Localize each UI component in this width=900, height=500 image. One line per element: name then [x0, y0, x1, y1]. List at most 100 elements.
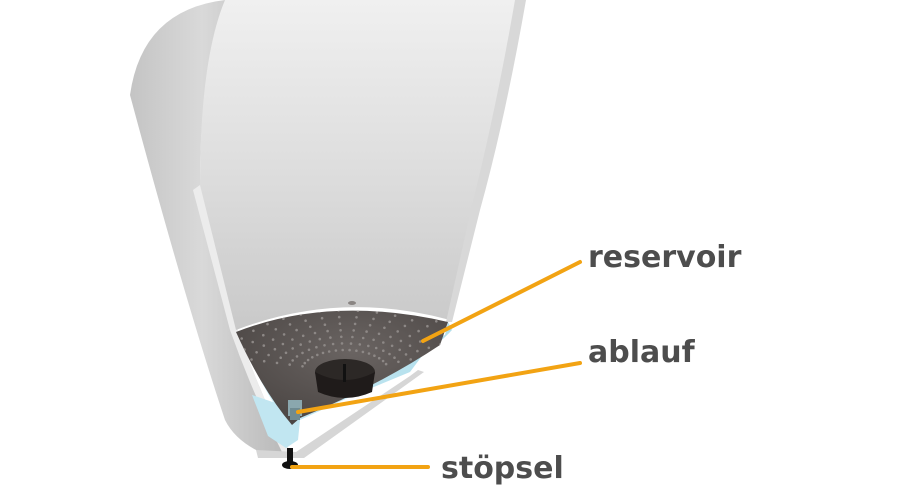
perforation-dot	[262, 359, 266, 363]
perforation-dot	[368, 323, 372, 327]
perforation-dot	[250, 358, 253, 361]
perforation-dot	[308, 340, 312, 343]
perforation-dot	[318, 310, 321, 314]
perforation-dot	[383, 326, 386, 330]
perforation-dot	[266, 322, 269, 326]
perforation-dot	[408, 344, 412, 348]
perforation-dot	[313, 331, 317, 335]
perforation-dot	[291, 359, 295, 362]
perforation-dot	[382, 341, 385, 344]
perforation-dot	[384, 362, 388, 366]
perforation-dot	[301, 351, 304, 355]
perforation-dot	[374, 346, 378, 350]
perforation-dot	[326, 329, 329, 333]
perforation-dot	[267, 353, 270, 357]
perforation-dot	[271, 338, 275, 341]
perforation-dot	[399, 339, 403, 343]
perforation-dot	[418, 340, 422, 343]
perforation-dot	[282, 333, 286, 336]
perforation-dot	[255, 351, 258, 354]
perforation-dot	[389, 335, 392, 339]
disc-perforations	[237, 310, 474, 368]
perforation-dot	[418, 313, 421, 317]
label-ablauf: ablauf	[588, 335, 695, 370]
perforation-dot	[372, 317, 375, 321]
perforation-dot	[262, 344, 266, 347]
perforation-dot	[358, 343, 362, 346]
perforation-dot	[390, 344, 394, 348]
perforation-dot	[427, 346, 431, 350]
perforation-dot	[382, 349, 385, 353]
perforation-dot	[334, 349, 338, 352]
label-reservoir: reservoir	[588, 240, 742, 275]
perforation-dot	[281, 342, 285, 346]
perforation-dot	[393, 356, 396, 360]
perforation-dot	[339, 329, 342, 332]
perforation-dot	[295, 328, 298, 332]
perforation-dot	[320, 316, 324, 320]
perforation-dot	[299, 313, 303, 316]
perforation-dot	[409, 358, 413, 361]
perforation-dot	[251, 340, 254, 344]
perforation-dot	[351, 335, 354, 339]
perforation-dot	[397, 360, 400, 364]
label-stoepsel: stöpsel	[441, 451, 564, 486]
perforation-dot	[323, 344, 326, 347]
perforation-dot	[288, 323, 292, 326]
perforation-dot	[301, 365, 304, 368]
perforation-dot	[341, 348, 345, 352]
perforation-dot	[337, 315, 341, 319]
perforation-dot	[377, 356, 381, 360]
perforation-dot	[279, 356, 283, 360]
perforation-dot	[352, 329, 356, 332]
perforation-dot	[367, 344, 370, 348]
planter-base-plate	[256, 370, 424, 458]
perforation-dot	[307, 348, 311, 352]
perforation-dot	[284, 351, 288, 355]
callout-lines	[290, 260, 582, 469]
perforation-dot	[240, 337, 243, 340]
perforation-dot	[361, 336, 365, 340]
perforation-dot	[338, 322, 342, 326]
perforation-dot	[299, 343, 303, 346]
perforation-dot	[349, 342, 353, 345]
perforation-dot	[404, 353, 408, 356]
perforation-dot	[450, 340, 453, 343]
perforation-dot	[275, 361, 279, 365]
perforation-dot	[367, 352, 371, 355]
perforation-dot	[393, 314, 397, 318]
perforation-dot	[471, 346, 474, 349]
perforation-dot	[274, 328, 278, 331]
perforation-dot	[435, 320, 438, 323]
perforation-dot	[355, 316, 358, 319]
perforation-dot	[388, 352, 391, 356]
perforation-dot	[365, 330, 368, 333]
perforation-dot	[372, 338, 375, 342]
perforation-dot	[353, 322, 357, 326]
perforation-dot	[373, 354, 376, 358]
perforation-dot	[421, 355, 425, 359]
perforation-dot	[403, 324, 407, 328]
perforation-dot	[398, 348, 402, 352]
perforation-dot	[416, 349, 419, 353]
perforation-dot	[321, 351, 325, 355]
perforation-dot	[315, 345, 318, 349]
callout-line-reservoir	[421, 260, 582, 343]
perforation-dot	[410, 319, 414, 322]
perforation-dot	[327, 350, 331, 353]
planter-inner-wall	[200, 0, 526, 330]
perforation-dot	[375, 311, 379, 314]
perforation-dot	[252, 329, 255, 333]
perforation-dot	[262, 333, 265, 337]
perforation-dot	[303, 361, 307, 365]
perforation-dot	[439, 343, 442, 346]
perforation-dot	[323, 323, 327, 327]
perforation-dot	[337, 310, 340, 312]
perforation-dot	[388, 320, 392, 324]
perforation-dot	[282, 317, 285, 321]
perforation-dot	[340, 335, 343, 339]
perforation-dot	[295, 355, 299, 358]
perforation-dot	[309, 325, 312, 329]
perforation-dot	[273, 347, 277, 351]
